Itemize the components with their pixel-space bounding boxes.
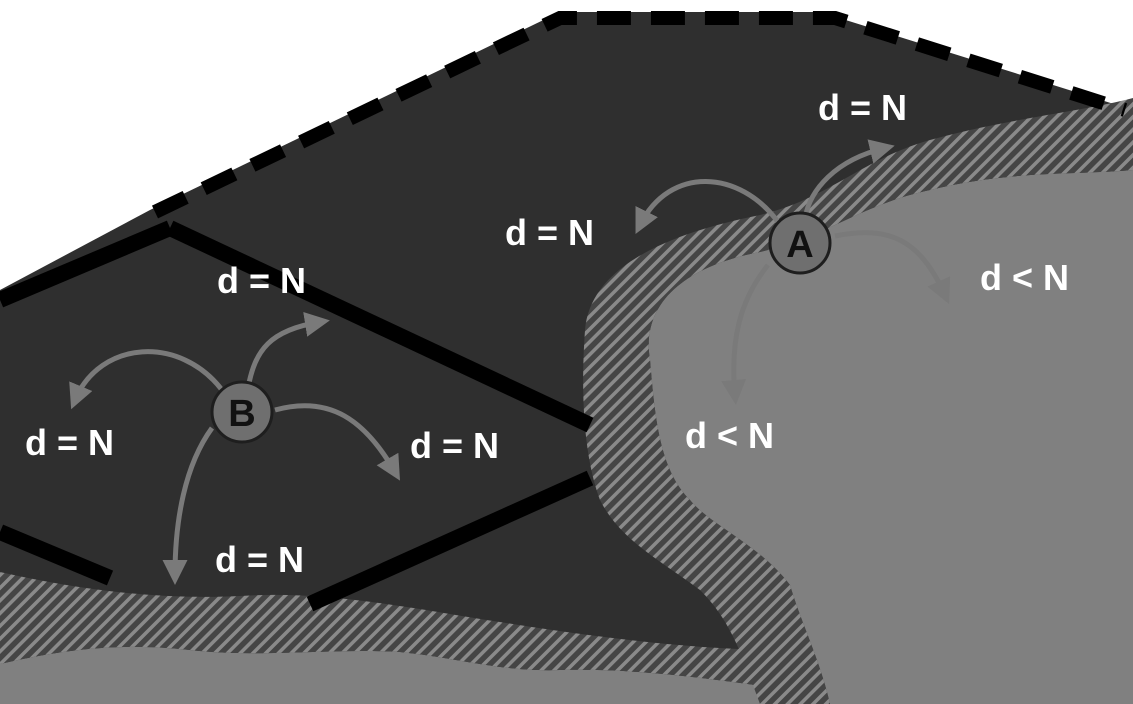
hatch-band-right <box>583 98 1133 704</box>
label-a-up-right: d = N <box>818 87 907 128</box>
light-region-bottom <box>0 646 800 704</box>
label-a-right: d < N <box>980 257 1069 298</box>
arrows-a <box>635 139 951 405</box>
arrow-a-left <box>635 179 781 234</box>
node-a: A <box>768 211 832 275</box>
node-b: B <box>210 380 274 444</box>
label-b-right: d = N <box>410 425 499 466</box>
boundary-upper-left <box>0 220 174 308</box>
boundary-lower-right <box>306 470 594 612</box>
label-b-down: d = N <box>215 539 304 580</box>
node-b-circle <box>210 380 274 444</box>
light-region-right <box>648 170 1133 704</box>
arrow-b-right <box>274 403 400 481</box>
arrows-b <box>69 312 400 585</box>
node-a-label: A <box>786 224 813 266</box>
hatch-band-bottom <box>0 572 790 690</box>
boundary-upper-diagonal <box>166 220 594 433</box>
arrow-a-down <box>721 263 770 405</box>
node-a-circle <box>768 211 832 275</box>
dashed-border <box>151 11 1128 219</box>
label-a-left: d = N <box>505 212 594 253</box>
label-b-left: d = N <box>25 422 114 463</box>
arrow-b-down <box>162 426 215 585</box>
arrow-a-right <box>834 230 951 305</box>
label-a-down: d < N <box>685 415 774 456</box>
arrow-a-up-right <box>802 139 895 219</box>
boundary-lower-left <box>0 524 114 586</box>
arrow-b-up-right <box>245 312 330 389</box>
cell-boundaries <box>0 220 594 612</box>
node-b-label: B <box>228 393 255 435</box>
label-b-up-right: d = N <box>217 260 306 301</box>
arrow-b-left <box>69 349 224 410</box>
